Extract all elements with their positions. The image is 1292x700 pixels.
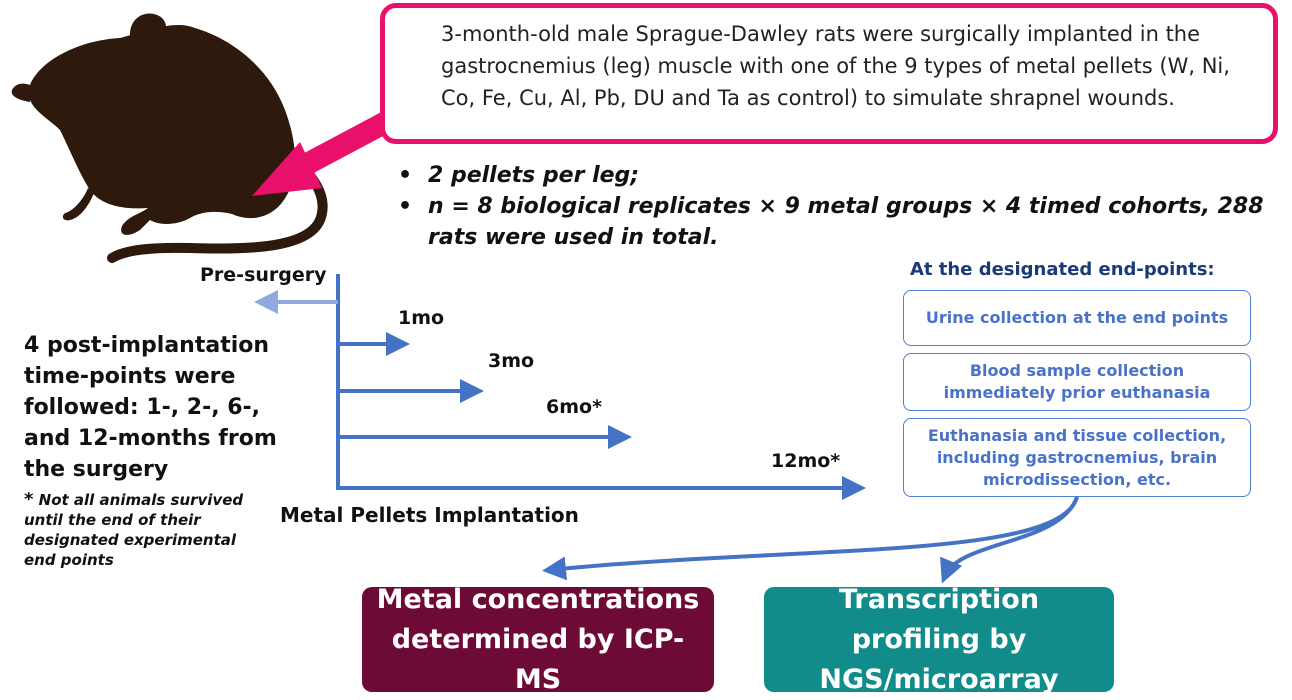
endpoint-blood-text: Blood sample collection immediately prio… [943, 361, 1211, 402]
followed-timepoints-text: 4 post-implantation time-points were fol… [24, 333, 277, 482]
endpoint-tissue-box: Euthanasia and tissue collection, includ… [903, 418, 1251, 497]
bullet-glyph: • [398, 194, 413, 219]
ngs-box: Transcription profiling by NGS/microarra… [764, 584, 1114, 695]
timepoint-3mo-label: 3mo [488, 350, 535, 372]
bullet-text: 2 pellets per leg; [428, 163, 640, 188]
list-item: • n = 8 biological replicates × 9 metal … [398, 191, 1278, 253]
bullet-list: • 2 pellets per leg; • n = 8 biological … [398, 160, 1278, 253]
presurgery-label: Pre-surgery [200, 264, 327, 286]
note-star: * [24, 489, 34, 510]
bullet-glyph: • [398, 163, 413, 188]
icp-ms-box: Metal concentrations determined by ICP-M… [362, 584, 714, 695]
endpoints-title: At the designated end-points: [910, 259, 1215, 280]
intro-box: 3-month-old male Sprague-Dawley rats wer… [380, 3, 1278, 144]
timepoint-12mo-label: 12mo* [771, 450, 841, 472]
endpoint-urine-box: Urine collection at the end points [903, 290, 1251, 346]
icp-ms-text: Metal concentrations determined by ICP-M… [376, 583, 700, 695]
ngs-text: Transcription profiling by NGS/microarra… [819, 583, 1059, 695]
bullet-text: n = 8 biological replicates × 9 metal gr… [428, 194, 1264, 250]
rat-illustration [11, 13, 392, 263]
intro-text: 3-month-old male Sprague-Dawley rats wer… [441, 22, 1230, 110]
endpoint-urine-text: Urine collection at the end points [925, 308, 1229, 327]
connector-to-ngs [940, 496, 1079, 584]
connector-to-icp [542, 496, 1079, 581]
timepoint-6mo-label: 6mo* [546, 396, 603, 418]
note-text: Not all animals survived until the end o… [24, 491, 244, 569]
endpoint-tissue-text: Euthanasia and tissue collection, includ… [927, 425, 1227, 489]
magenta-arrow [252, 112, 392, 196]
timepoint-1mo-label: 1mo [398, 307, 445, 329]
list-item: • 2 pellets per leg; [398, 160, 1278, 191]
survival-note: * Not all animals survived until the end… [24, 490, 264, 570]
implantation-label: Metal Pellets Implantation [280, 503, 579, 527]
endpoint-blood-box: Blood sample collection immediately prio… [903, 353, 1251, 411]
